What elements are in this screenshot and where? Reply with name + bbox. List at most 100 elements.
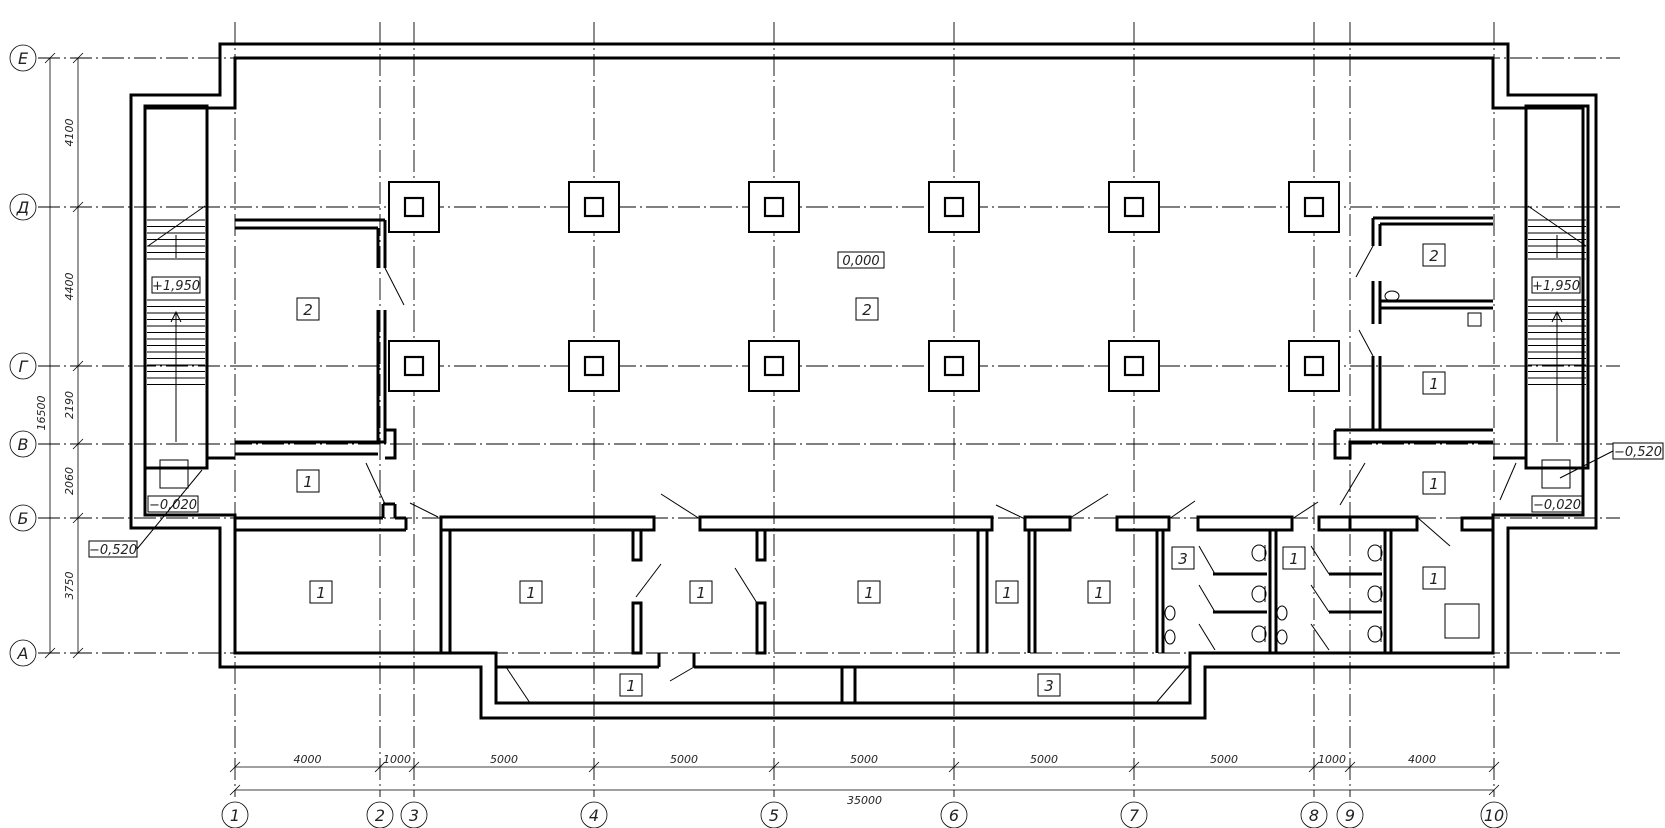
axis-label: 8 [1309, 806, 1319, 825]
axis-bubble [221, 801, 249, 828]
dim-value-overall: 16500 [35, 396, 48, 431]
door-swing [505, 666, 531, 704]
partition-beam [1115, 515, 1171, 532]
axis-bubble [366, 801, 394, 828]
axis-bubble [9, 352, 37, 380]
room-tag: 1 [1422, 471, 1446, 495]
room-tag: 1 [1282, 546, 1306, 570]
dim-value: 3750 [63, 572, 76, 600]
room-tag: 1 [1422, 371, 1446, 395]
wall [755, 601, 767, 655]
axis-bubble [1480, 801, 1508, 828]
axis-label: 3 [409, 806, 419, 825]
room-tag: 3 [1037, 673, 1061, 697]
toilet-bowl [1251, 625, 1267, 643]
room-tag: 1 [689, 580, 713, 604]
axis-label: 2 [375, 806, 385, 825]
axis-label: Г [19, 357, 29, 376]
axis-bubble [760, 801, 788, 828]
room-number: 1 [1094, 584, 1104, 602]
axis-bubble [1336, 801, 1364, 828]
axis-label: Д [16, 198, 30, 217]
axis-label: 7 [1129, 806, 1140, 825]
column [388, 340, 440, 392]
door-swing [384, 267, 405, 306]
room-tag: 1 [296, 469, 320, 493]
exterior-walls [129, 42, 1598, 720]
wall [631, 528, 643, 562]
shower-tray [1444, 603, 1480, 639]
toilet-bowl [1251, 585, 1267, 603]
dim-value: 4400 [63, 273, 76, 301]
toilet-bowl [1251, 544, 1267, 562]
wall [235, 428, 397, 460]
door-swing [365, 462, 386, 505]
dim-tick [1344, 761, 1356, 773]
dim-tick [1488, 761, 1500, 773]
room-tag: 3 [1171, 546, 1195, 570]
axis-bubble [9, 639, 37, 667]
level-value: −0,020 [1533, 498, 1581, 513]
axis-label: 5 [769, 806, 779, 825]
stair-break-line [147, 205, 206, 247]
axis-bubble [940, 801, 968, 828]
urinal [1276, 605, 1288, 621]
door-swing [1310, 623, 1330, 651]
room-tag: 1 [857, 580, 881, 604]
axis-label: 1 [230, 806, 240, 825]
drain-pit-left [159, 459, 189, 489]
room-number: 2 [303, 301, 313, 319]
column [568, 340, 620, 392]
column [928, 340, 980, 392]
level-mark-outside-right: −0,520 [1612, 442, 1664, 460]
stairs [147, 205, 1587, 442]
dim-tick [588, 761, 600, 773]
level-value: +1,950 [152, 279, 200, 294]
room-number: 1 [303, 473, 313, 491]
dim-value: 1000 [383, 753, 411, 766]
axis-bubble [9, 430, 37, 458]
stair-arrow-head [170, 310, 182, 323]
room-number: 1 [316, 584, 326, 602]
inner-wall-outline [143, 56, 1585, 705]
door-swing [1310, 584, 1330, 613]
fixtures [159, 290, 1571, 645]
door-swing [1310, 545, 1330, 575]
toilet-bowl [1367, 625, 1383, 643]
door-swing [1198, 623, 1216, 651]
axis-bubble [580, 801, 608, 828]
level-mark-stair-left: +1,950 [151, 276, 201, 294]
room-tag: 1 [309, 580, 333, 604]
axis-bubble [400, 801, 428, 828]
room-number: 1 [1429, 475, 1439, 493]
column [1108, 340, 1160, 392]
room-number: 1 [1289, 550, 1299, 568]
wall [1460, 516, 1495, 532]
urinal [1164, 605, 1176, 621]
washbasin [1384, 290, 1400, 302]
level-mark-landing-right: −0,020 [1531, 495, 1583, 513]
door-swing [1417, 517, 1451, 547]
level-value: 0,000 [842, 254, 879, 269]
door-swing [1358, 329, 1374, 357]
partition-beam [1023, 515, 1072, 532]
axis-bubble [9, 44, 37, 72]
dim-value: 2190 [63, 391, 76, 419]
dim-tick [72, 360, 84, 372]
leader-line [136, 469, 203, 550]
room-tag: 1 [1422, 566, 1446, 590]
room-tag: 1 [995, 580, 1019, 604]
door-swing [409, 502, 439, 518]
door-swing [1339, 462, 1366, 506]
room-tag: 2 [296, 297, 320, 321]
axis-bubble [1120, 801, 1148, 828]
stair-right-strip [1524, 104, 1590, 470]
dim-value-overall: 35000 [847, 794, 882, 807]
level-value: −0,520 [89, 543, 137, 558]
stair-arrow-head [1551, 310, 1563, 323]
dim-tick [1128, 761, 1140, 773]
dim-tick [44, 52, 56, 64]
level-value: +1,950 [1532, 279, 1580, 294]
door-swing [1198, 545, 1216, 575]
